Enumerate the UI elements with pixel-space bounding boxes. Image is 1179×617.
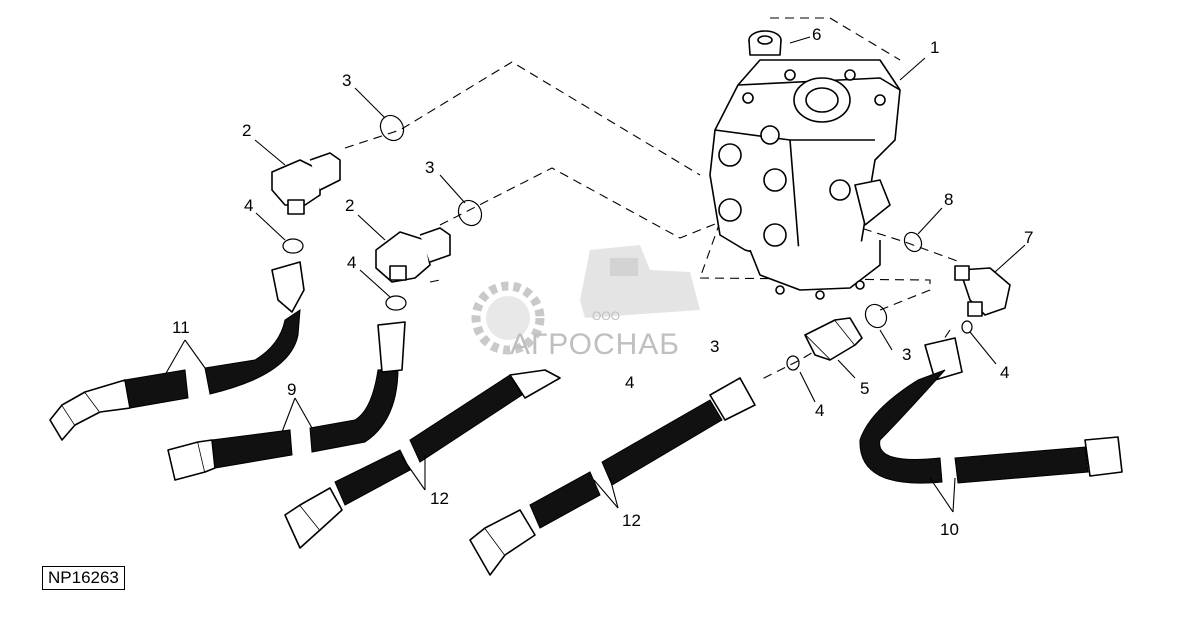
callout-elbow-fitting-a: 2 [242, 121, 251, 140]
hose-12-a [284, 369, 561, 549]
callout-o-ring-small-b: 4 [347, 253, 356, 272]
callout-straight-fitting: 5 [860, 379, 869, 398]
callout-steering-valve: 1 [930, 38, 939, 57]
watermark-prefix: ООО [592, 309, 620, 323]
callout-o-ring-small-e: 4 [625, 373, 634, 392]
callout-o-ring-d: 3 [710, 337, 719, 356]
o-ring-e [903, 231, 923, 253]
watermark-harvester-icon [580, 245, 700, 318]
callout-o-ring-e: 8 [944, 190, 953, 209]
leader-lines [164, 36, 1026, 513]
elbow-fitting-a [271, 152, 341, 215]
hose-10 [859, 337, 1123, 484]
callout-o-ring-small-d: 4 [1000, 363, 1009, 382]
callout-hose-9: 9 [287, 380, 296, 399]
hose-9 [167, 321, 406, 481]
watermark-gear-icon [471, 281, 545, 355]
elbow-fitting-b [375, 227, 451, 283]
callout-o-ring-small-a: 4 [244, 196, 253, 215]
o-ring-small-a [282, 238, 304, 254]
watermark-brand: АГРОСНАБ [510, 328, 680, 361]
callouts: 1 6 3 3 2 2 4 4 8 7 4 3 5 4 3 4 11 9 12 … [172, 25, 1033, 539]
callout-plug: 6 [812, 25, 821, 44]
o-ring-small-d [961, 320, 973, 334]
figure-id-label: NP16263 [42, 566, 125, 590]
o-ring-a [379, 114, 405, 142]
callout-o-ring-a: 3 [342, 71, 351, 90]
straight-fitting [804, 317, 863, 361]
plug [748, 30, 782, 56]
callout-hose-12-b: 12 [622, 511, 641, 530]
callout-elbow-fitting-right: 7 [1024, 228, 1033, 247]
callout-o-ring-small-c: 4 [815, 401, 824, 420]
watermark: ООО АГРОСНАБ [471, 245, 700, 361]
elbow-fitting-right [954, 265, 1011, 317]
o-ring-small-b [385, 295, 407, 311]
o-ring-c [864, 303, 888, 329]
o-ring-small-c [786, 355, 800, 371]
hose-11 [49, 261, 305, 441]
steering-valve [709, 59, 901, 300]
o-rings [282, 114, 973, 371]
callout-o-ring-c: 3 [902, 345, 911, 364]
hose-12-b [469, 377, 756, 576]
callout-elbow-fitting-b: 2 [345, 196, 354, 215]
callout-o-ring-b: 3 [425, 158, 434, 177]
callout-hose-11: 11 [172, 318, 190, 337]
callout-hose-10: 10 [940, 520, 959, 539]
o-ring-b [457, 199, 483, 227]
callout-hose-12-a: 12 [430, 489, 449, 508]
